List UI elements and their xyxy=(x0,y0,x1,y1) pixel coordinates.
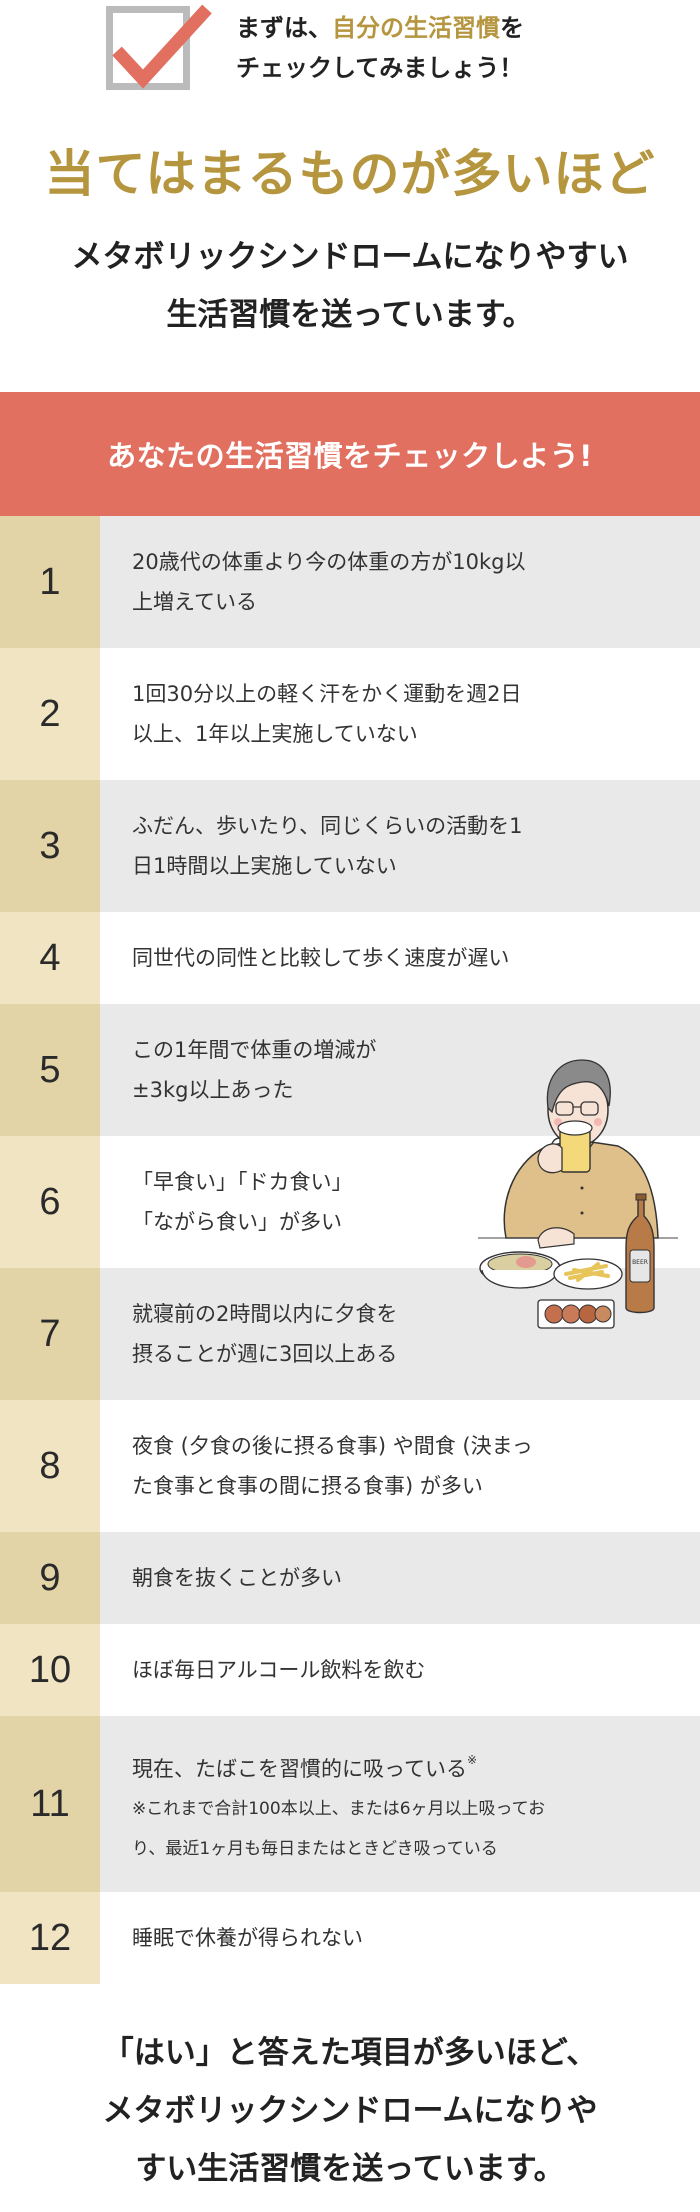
item-text: 夜食 (夕食の後に摂る食事) や間食 (決まっ た食事と食事の間に摂る食事) が… xyxy=(132,1434,533,1498)
intro-line-2: チェックしてみましょう！ xyxy=(236,54,524,82)
item-text: 現在、たばこを習慣的に吸っている※ ※これまで合計100本以上、または6ヶ月以上… xyxy=(100,1716,700,1892)
checkmark-icon xyxy=(112,4,212,89)
bottle-label: BEER xyxy=(632,1259,648,1266)
item-text: 同世代の同性と比較して歩く速度が遅い xyxy=(132,946,510,970)
conclusion: 「はい」と答えた項目が多いほど、 メタボリックシンドロームになりや すい生活習慣… xyxy=(0,2024,700,2198)
item-text: ほぼ毎日アルコール飲料を飲む xyxy=(132,1658,426,1682)
intro-line-1: まずは、自分の生活習慣を xyxy=(236,14,524,42)
item-footnote: り、最近1ヶ月も毎日またはときどき吸っている xyxy=(132,1838,498,1859)
checklist-item-2: 2 1回30分以上の軽く汗をかく運動を週2日 以上、1年以上実施していない xyxy=(0,648,700,780)
checklist-item-7: 7 就寝前の2時間以内に夕食を 摂ることが週に3回以上ある xyxy=(0,1268,700,1400)
item-number: 9 xyxy=(0,1532,100,1624)
item-number: 12 xyxy=(0,1892,100,1984)
subhead-line-1: メタボリックシンドロームになりやすい xyxy=(71,239,629,275)
checklist-item-11: 11 現在、たばこを習慣的に吸っている※ ※これまで合計100本以上、または6ヶ… xyxy=(0,1716,700,1892)
conclusion-line-1: 「はい」と答えた項目が多いほど、 xyxy=(102,2035,598,2071)
item-number: 3 xyxy=(0,780,100,912)
checklist-item-4: 4 同世代の同性と比較して歩く速度が遅い xyxy=(0,912,700,1004)
item-text: 就寝前の2時間以内に夕食を 摂ることが週に3回以上ある xyxy=(132,1302,398,1366)
item-text: 20歳代の体重より今の体重の方が10kg以 上増えている xyxy=(132,550,526,614)
man-drinking-beer-illustration: BEER xyxy=(478,1048,678,1338)
checklist-item-9: 9 朝食を抜くことが多い xyxy=(0,1532,700,1624)
checklist: 1 20歳代の体重より今の体重の方が10kg以 上増えている 2 1回30分以上… xyxy=(0,516,700,1984)
subhead: メタボリックシンドロームになりやすい 生活習慣を送っています。 xyxy=(0,228,700,344)
intro-text: まずは、自分の生活習慣を チェックしてみましょう！ xyxy=(236,8,524,88)
intro-accent: 自分の生活習慣 xyxy=(332,14,500,42)
footnote-mark: ※ xyxy=(466,1752,478,1767)
checklist-item-1: 1 20歳代の体重より今の体重の方が10kg以 上増えている xyxy=(0,516,700,648)
checklist-item-6: 6 「早食い」「ドカ食い」 「ながら食い」が多い xyxy=(0,1136,700,1268)
conclusion-line-2: メタボリックシンドロームになりや xyxy=(102,2093,598,2129)
item-number: 6 xyxy=(0,1136,100,1268)
checkbox-checked-icon xyxy=(106,4,212,90)
checklist-item-3: 3 ふだん、歩いたり、同じくらいの活動を1 日1時間以上実施していない xyxy=(0,780,700,912)
item-number: 11 xyxy=(0,1716,100,1892)
item-text: 睡眠で休養が得られない xyxy=(132,1926,363,1950)
item-number: 7 xyxy=(0,1268,100,1400)
subhead-line-2: 生活習慣を送っています。 xyxy=(166,297,534,333)
headline: 当てはまるものが多いほど xyxy=(44,145,656,203)
checklist-header-label: あなたの生活習慣をチェックしよう! xyxy=(107,439,593,473)
item-text: 朝食を抜くことが多い xyxy=(132,1566,342,1590)
item-text: 1回30分以上の軽く汗をかく運動を週2日 以上、1年以上実施していない xyxy=(132,682,522,746)
item-text: ふだん、歩いたり、同じくらいの活動を1 日1時間以上実施していない xyxy=(132,814,523,878)
intro-section: まずは、自分の生活習慣を チェックしてみましょう！ xyxy=(0,0,700,110)
item-number: 8 xyxy=(0,1400,100,1532)
checklist-item-12: 12 睡眠で休養が得られない xyxy=(0,1892,700,1984)
conclusion-line-3: すい生活習慣を送っています。 xyxy=(135,2151,565,2187)
man-drinking-beer-icon: BEER xyxy=(478,1059,678,1329)
item-number: 5 xyxy=(0,1004,100,1136)
checklist-item-8: 8 夜食 (夕食の後に摂る食事) や間食 (決まっ た食事と食事の間に摂る食事)… xyxy=(0,1400,700,1532)
item-footnote: ※これまで合計100本以上、または6ヶ月以上吸ってお xyxy=(132,1798,546,1819)
item-number: 2 xyxy=(0,648,100,780)
checklist-header-band: あなたの生活習慣をチェックしよう! xyxy=(0,392,700,516)
item-number: 4 xyxy=(0,912,100,1004)
item-text: 「早食い」「ドカ食い」 「ながら食い」が多い xyxy=(132,1170,353,1234)
item-number: 10 xyxy=(0,1624,100,1716)
item-number: 1 xyxy=(0,516,100,648)
checklist-item-10: 10 ほぼ毎日アルコール飲料を飲む xyxy=(0,1624,700,1716)
item-text: この1年間で体重の増減が ±3kg以上あった xyxy=(132,1038,377,1102)
